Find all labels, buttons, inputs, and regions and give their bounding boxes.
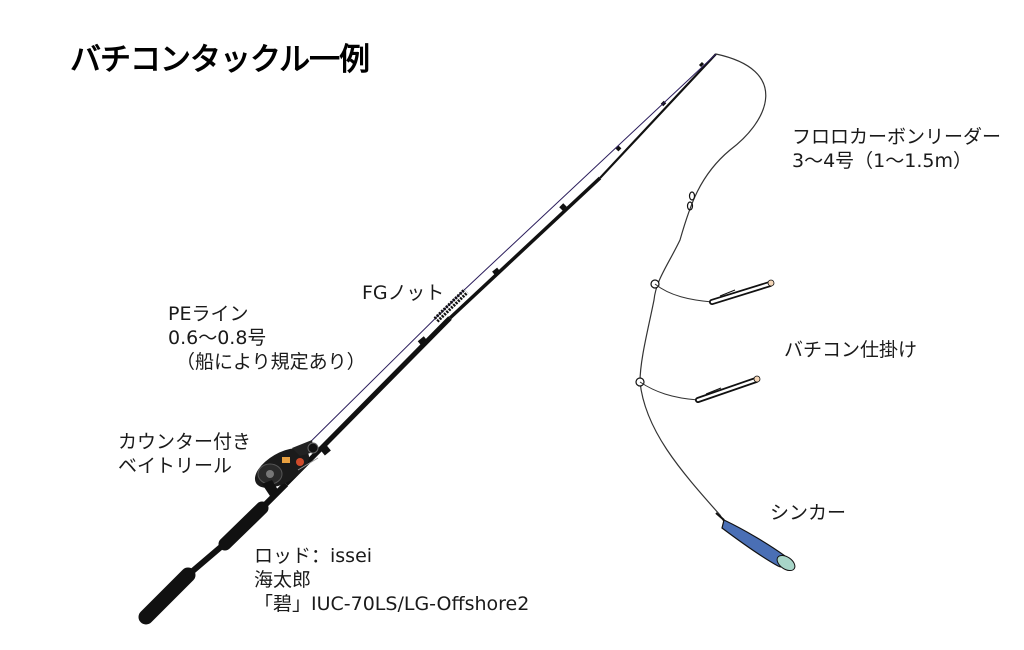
reel-label: カウンター付き ベイトリール [118,430,251,478]
leader-label-spec: 3〜4号（1〜1.5m） [792,150,972,172]
fg-knot-icon [433,288,469,323]
swivel-icon [686,191,696,211]
hook-icon [635,375,761,403]
leader-line [639,53,767,526]
page-title: バチコンタックル一例 [70,42,370,78]
leader-label-name: フロロカーボンリーダー [792,126,1002,148]
reel-label-line2: ベイトリール [118,455,233,477]
leader-label: フロロカーボンリーダー 3〜4号（1〜1.5m） [792,125,1001,173]
pe-line-label-note: （船により規定あり） [176,351,366,373]
hook-icon [650,279,775,305]
pe-line-label: PEライン 0.6〜0.8号 （船により規定あり） [168,302,366,374]
rod-label: ロッド：issei 海太郎 「碧」IUC-70LS/LG-Offshore2 [254,544,529,616]
pe-line-label-size: 0.6〜0.8号 [168,327,267,349]
pe-line-label-name: PEライン [168,303,249,325]
reel-label-line1: カウンター付き [118,431,252,453]
rig-label: バチコン仕掛け [784,339,918,361]
rod-label-line3: 「碧」IUC-70LS/LG-Offshore2 [254,593,530,615]
fg-knot-label: FGノット [362,282,445,304]
rod-label-line2: 海太郎 [254,569,312,591]
bait-reel-icon [254,440,319,496]
rod-label-line1: ロッド：issei [254,545,373,567]
sinker-label: シンカー [770,502,847,524]
sinker-icon [715,512,796,572]
